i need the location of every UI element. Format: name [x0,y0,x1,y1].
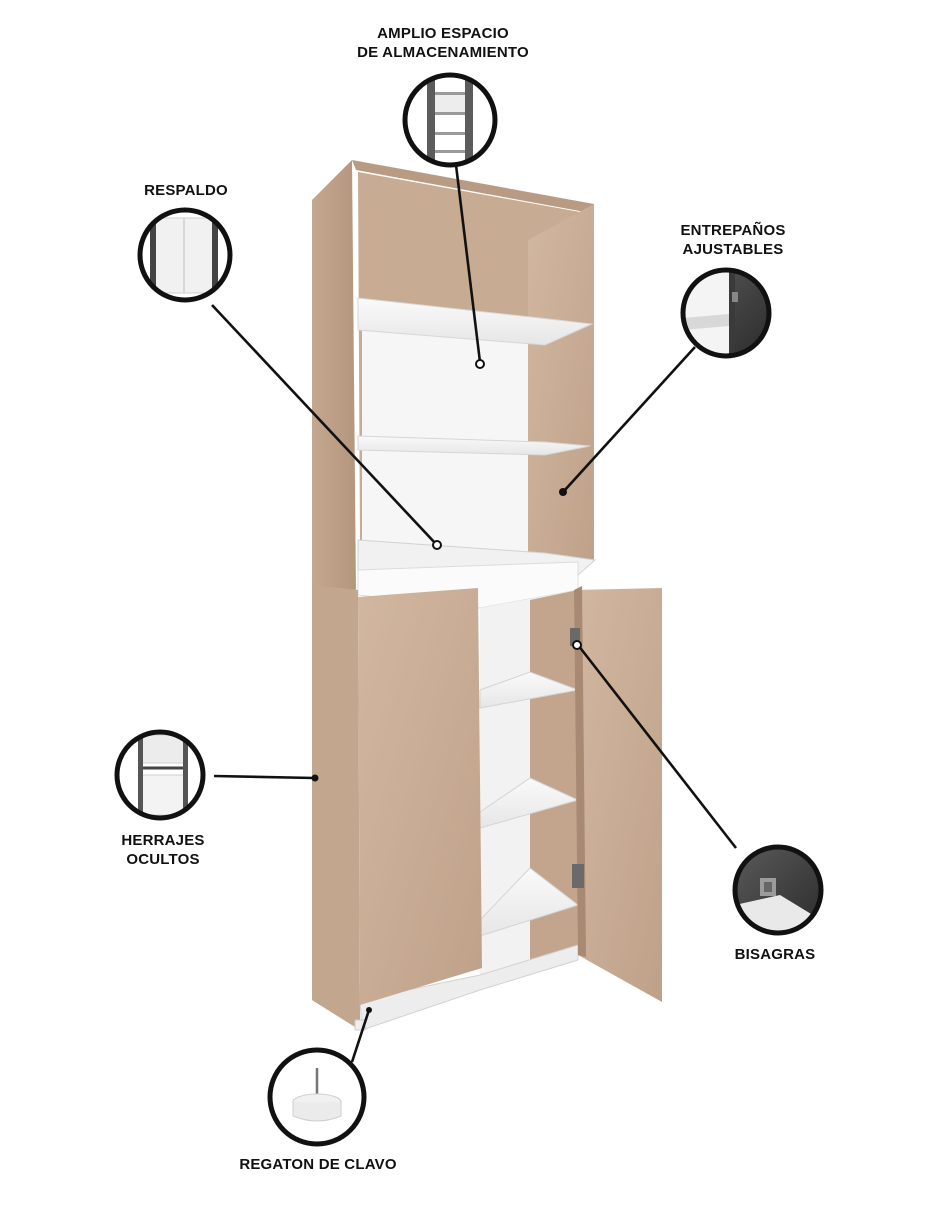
label-storage-line1: AMPLIO ESPACIO [377,25,509,42]
label-feet-line1: REGATON DE CLAVO [239,1156,397,1173]
cabinet-shelf-middle [357,435,591,456]
connector-storage [454,164,482,363]
callout-dots [311,359,582,1013]
label-backing: RESPALDO [144,181,228,200]
cabinet-hinge-top [570,628,580,646]
dot-storage [475,359,485,369]
cabinet [312,160,662,1031]
dot-feet [366,1007,372,1013]
label-storage-line2: DE ALMACENAMIENTO [357,44,529,61]
label-storage: AMPLIO ESPACIO DE ALMACENAMIENTO [357,24,529,62]
shelves-icon [402,72,498,168]
cabinet-right-side [528,204,594,575]
label-backing-line1: RESPALDO [144,182,228,199]
label-shelves: ENTREPAÑOS AJUSTABLES [680,221,785,259]
label-shelves-line1: ENTREPAÑOS [680,222,786,239]
connector-backing [211,304,437,545]
hinge-icon [732,844,824,936]
dot-backing [432,540,442,550]
back-panel-icon [137,207,233,303]
cabinet-back-board [362,318,540,555]
dot-hardware [311,774,319,782]
label-hinges: BISAGRAS [735,945,816,964]
cabinet-left-door [358,588,482,1005]
connector-shelves [563,346,696,492]
cabinet-top-panel [352,160,594,212]
label-hardware: HERRAJES OCULTOS [121,831,204,869]
connector-hinges [576,644,738,849]
connector-hardware [213,774,315,780]
shelf-bracket-icon [680,267,772,359]
connector-feet [350,1009,371,1063]
cabinet-hinge-bottom [572,864,584,888]
label-shelves-line2: AJUSTABLES [682,241,784,258]
label-hardware-line2: OCULTOS [126,851,200,868]
callout-lines [211,164,738,1063]
dot-hinges [572,640,582,650]
dot-shelves [559,488,567,496]
nail-foot-icon [267,1047,367,1147]
label-hinges-line1: BISAGRAS [734,946,816,963]
label-feet: REGATON DE CLAVO [239,1155,396,1174]
hidden-hardware-icon [114,729,206,821]
label-hardware-line1: HERRAJES [121,832,205,849]
cabinet-left-side-lower [312,585,360,1030]
cabinet-right-door [574,588,662,1002]
